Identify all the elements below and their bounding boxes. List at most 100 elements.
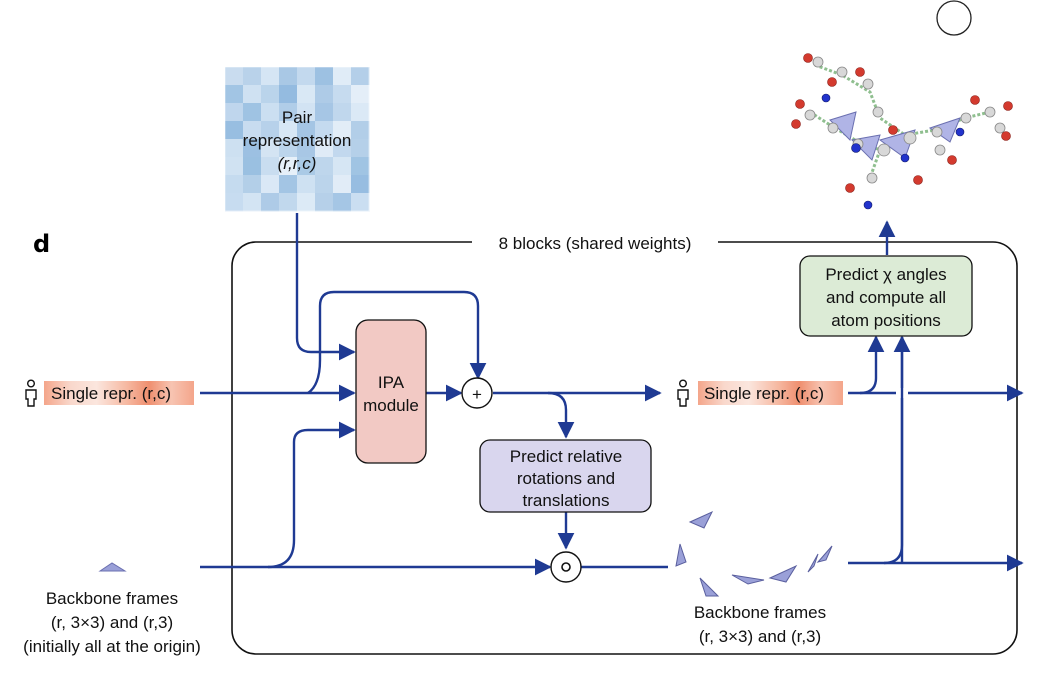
pair-grid-cell: [279, 67, 298, 86]
pair-grid-cell: [351, 85, 370, 104]
pair-grid-cell: [243, 67, 262, 86]
backbone-left-line1: Backbone frames: [46, 589, 178, 608]
backbone-left-line2: (r, 3×3) and (r,3): [51, 613, 173, 632]
pair-grid-cell: [279, 139, 298, 158]
pair-grid-cell: [261, 103, 280, 122]
pair-grid-cell: [225, 103, 244, 122]
pair-grid-cell: [279, 121, 298, 140]
pair-grid-cell: [243, 139, 262, 158]
compose-node: [550, 551, 582, 583]
triangle-frame-icon: [688, 510, 714, 529]
predict-chi-line1: Predict χ angles: [825, 265, 946, 284]
pair-grid-cell: [351, 67, 370, 86]
predict-rot-line3: translations: [523, 491, 610, 510]
predict-chi-line2: and compute all: [826, 288, 946, 307]
pair-grid-cell: [261, 121, 280, 140]
pair-grid-cell: [243, 193, 262, 212]
panel-label: d: [33, 230, 50, 258]
pair-grid-cell: [261, 139, 280, 158]
loop-label: 8 blocks (shared weights): [499, 234, 692, 253]
pair-grid-cell: [225, 85, 244, 104]
scattered-frames: [675, 510, 833, 597]
triangle-frame-icon: [98, 562, 127, 572]
pair-grid-cell: [333, 67, 352, 86]
triangle-frame-icon: [816, 545, 833, 563]
pair-grid-cell: [315, 67, 334, 86]
pair-repr-line1: Pair: [282, 108, 313, 127]
predict-chi-line3: atom positions: [831, 311, 941, 330]
predict-rot-line2: rotations and: [517, 469, 615, 488]
pair-grid-cell: [297, 139, 316, 158]
pair-grid-cell: [243, 175, 262, 194]
pair-grid-cell: [297, 175, 316, 194]
pair-representation-grid: [225, 67, 370, 212]
pair-grid-cell: [333, 103, 352, 122]
single-repr-left-label: Single repr. (r,c): [51, 384, 171, 403]
predict-rotations-box: [479, 439, 652, 513]
backbone-left-line3: (initially all at the origin): [23, 637, 201, 656]
pair-grid-cell: [225, 121, 244, 140]
pair-grid-cell: [261, 193, 280, 212]
pair-grid-cell: [315, 157, 334, 176]
pair-grid-cell: [315, 175, 334, 194]
pair-grid-cell: [243, 121, 262, 140]
pair-grid-cell: [261, 85, 280, 104]
backbone-right-line1: Backbone frames: [694, 603, 826, 622]
pair-grid-cell: [315, 121, 334, 140]
single-repr-left-bar: [44, 381, 194, 405]
pair-grid-cell: [225, 139, 244, 158]
pair-grid-cell: [297, 193, 316, 212]
pair-grid-cell: [351, 157, 370, 176]
triangle-frame-icon: [699, 577, 720, 597]
predict-rot-line1: Predict relative: [510, 447, 622, 466]
ipa-line2: module: [363, 396, 419, 415]
predict-chi-box: [799, 255, 973, 337]
pair-grid-cell: [279, 85, 298, 104]
pair-grid-cell: [351, 139, 370, 158]
pair-grid-cell: [315, 139, 334, 158]
pair-grid-cell: [333, 175, 352, 194]
pair-grid-cell: [333, 157, 352, 176]
person-icon: [25, 379, 37, 407]
pair-grid-cell: [297, 157, 316, 176]
ipa-module-box: [355, 319, 427, 464]
pair-grid-cell: [333, 139, 352, 158]
pair-grid-cell: [261, 175, 280, 194]
pair-grid-cell: [297, 103, 316, 122]
pair-grid-cell: [297, 85, 316, 104]
pair-grid-cell: [279, 103, 298, 122]
pair-grid-cell: [225, 193, 244, 212]
pair-grid-cell: [225, 175, 244, 194]
pair-repr-line2: representation: [243, 131, 352, 150]
pair-grid-cell: [333, 193, 352, 212]
pair-grid-cell: [225, 157, 244, 176]
triangle-frame-icon: [731, 574, 765, 585]
pair-grid-cell: [225, 67, 244, 86]
pair-grid-cell: [243, 103, 262, 122]
pair-grid-cell: [315, 103, 334, 122]
pair-grid-cell: [243, 157, 262, 176]
triangle-frame-icon: [768, 564, 798, 583]
pair-grid-cell: [351, 175, 370, 194]
pair-repr-line3: (r,r,c): [278, 154, 317, 173]
single-repr-right-label: Single repr. (r,c): [704, 384, 824, 403]
pair-grid-cell: [243, 85, 262, 104]
pair-grid-cell: [333, 85, 352, 104]
triangle-frame-icon: [675, 543, 687, 567]
pair-grid-cell: [315, 193, 334, 212]
pair-grid-cell: [351, 121, 370, 140]
pair-grid-cell: [279, 175, 298, 194]
pair-grid-cell: [261, 67, 280, 86]
pair-grid-cell: [279, 157, 298, 176]
backbone-right-line2: (r, 3×3) and (r,3): [699, 627, 821, 646]
pair-grid-cell: [279, 193, 298, 212]
pair-grid-cell: [261, 157, 280, 176]
circle-icon: [936, 0, 972, 36]
person-icon: [677, 379, 689, 407]
single-repr-right-bar: [698, 381, 843, 405]
pair-grid-cell: [351, 103, 370, 122]
protein-structure-icon: [791, 53, 1013, 210]
plus-node: [461, 377, 493, 409]
pair-grid-cell: [351, 193, 370, 212]
